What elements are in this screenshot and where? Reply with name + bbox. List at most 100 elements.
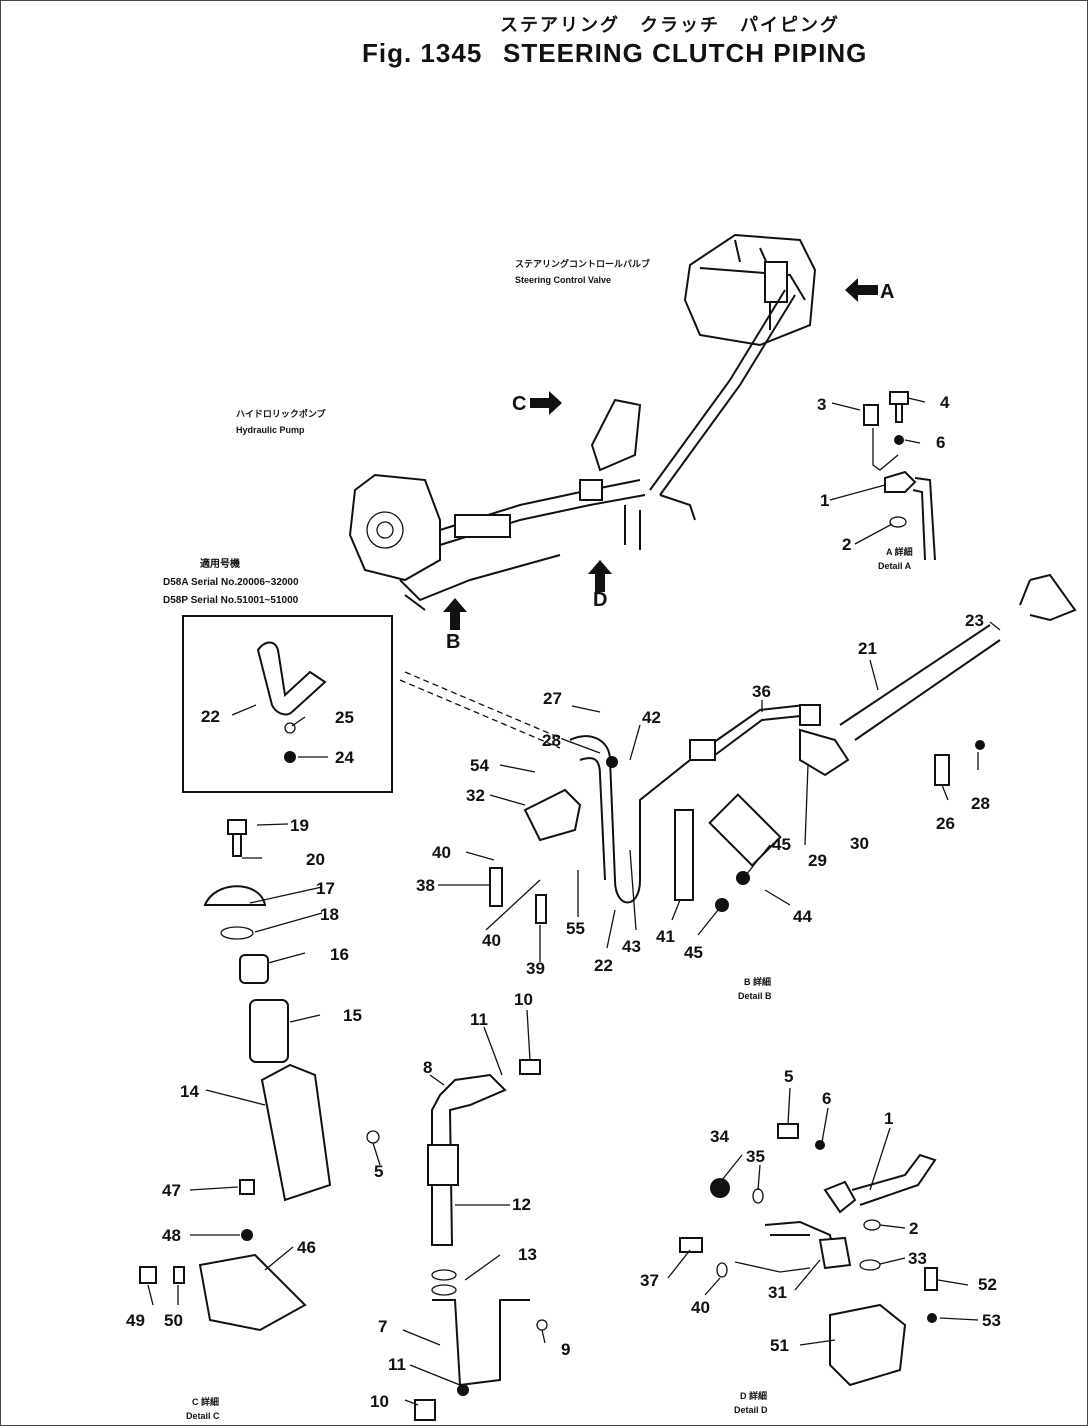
callout-part-33: 33 — [908, 1249, 927, 1268]
callout-part-28-lower: 28 — [971, 794, 990, 813]
callout-part-32: 32 — [466, 786, 485, 805]
callout-part-2: 2 — [842, 535, 852, 554]
pump-label-jp: ハイドロリックポンプ — [236, 409, 326, 419]
callout-part-28-upper: 28 — [542, 731, 561, 750]
callout-part-22-detail-b: 22 — [594, 956, 613, 975]
callout-part-2-detail-d: 2 — [909, 1219, 919, 1238]
view-letter-b: B — [446, 631, 461, 653]
callout-part-47: 47 — [162, 1181, 181, 1200]
callout-part-11-lower: 11 — [388, 1355, 406, 1374]
callout-part-15: 15 — [343, 1006, 362, 1025]
callout-part-43: 43 — [622, 937, 641, 956]
central-piping — [399, 398, 696, 611]
valve-pipe — [649, 289, 796, 496]
detail-d-jp: D 詳細 — [740, 1391, 768, 1401]
detail-a-art — [863, 391, 936, 561]
callout-part-40-detail-d: 40 — [691, 1298, 710, 1317]
callout-part-53: 53 — [982, 1311, 1001, 1330]
view-arrow-c — [530, 391, 562, 415]
callout-part-40-upper: 40 — [432, 843, 451, 862]
callout-part-23: 23 — [965, 611, 984, 630]
callout-part-48: 48 — [162, 1226, 181, 1245]
callout-part-50: 50 — [164, 1311, 183, 1330]
callout-part-4: 4 — [940, 393, 950, 412]
view-arrow-d — [588, 560, 612, 592]
callout-part-36: 36 — [752, 682, 771, 701]
detail-a-jp: A 詳細 — [886, 547, 913, 557]
callout-part-40-lower: 40 — [482, 931, 501, 950]
view-arrow-b — [443, 598, 467, 630]
callout-part-35: 35 — [746, 1147, 765, 1166]
detail-b-en: Detail B — [738, 991, 772, 1001]
detail-d-en: Detail D — [734, 1405, 768, 1415]
valve-label-en: Steering Control Valve — [515, 275, 612, 285]
callout-part-20: 20 — [306, 850, 325, 869]
serial-d58p: D58P Serial No.51001~51000 — [163, 595, 299, 606]
callout-part-1-detail-d: 1 — [884, 1109, 894, 1128]
title-japanese: ステアリング クラッチ パイピング — [500, 15, 840, 35]
callout-part-11-upper: 11 — [470, 1010, 488, 1029]
steering-control-valve — [683, 233, 817, 347]
callout-part-13: 13 — [518, 1245, 537, 1264]
callout-part-37: 37 — [640, 1271, 659, 1290]
callout-part-12: 12 — [512, 1195, 531, 1214]
pump-label-en: Hydraulic Pump — [236, 425, 305, 435]
callout-part-30: 30 — [850, 834, 869, 853]
callout-part-8: 8 — [423, 1058, 433, 1077]
callout-part-17: 17 — [316, 879, 335, 898]
figure-number: Fig. 1345 — [362, 38, 483, 68]
callout-part-26: 26 — [936, 814, 955, 833]
callout-part-27: 27 — [543, 689, 562, 708]
view-arrow-a — [845, 278, 878, 302]
callout-part-21: 21 — [858, 639, 877, 658]
title-english: STEERING CLUTCH PIPING — [503, 38, 868, 68]
callout-part-52: 52 — [978, 1275, 997, 1294]
callout-part-38: 38 — [416, 876, 435, 895]
callout-part-51: 51 — [770, 1336, 789, 1355]
detail-c-art — [139, 819, 548, 1421]
detail-b-jp: B 詳細 — [744, 977, 772, 987]
callout-part-24: 24 — [335, 748, 354, 767]
callout-part-5-detail-d: 5 — [784, 1067, 794, 1086]
detail-a-en: Detail A — [878, 561, 912, 571]
callout-part-7: 7 — [378, 1317, 388, 1336]
callout-part-42: 42 — [642, 708, 661, 727]
callout-part-18: 18 — [320, 905, 339, 924]
callout-part-3: 3 — [817, 395, 827, 414]
callout-part-16: 16 — [330, 945, 349, 964]
callout-part-45-upper: 45 — [772, 835, 791, 854]
view-letter-d: D — [593, 589, 608, 611]
view-letter-a: A — [880, 281, 895, 303]
callout-part-9: 9 — [561, 1340, 571, 1359]
callout-part-10-lower: 10 — [370, 1392, 389, 1411]
callout-part-49: 49 — [126, 1311, 145, 1330]
callout-part-19: 19 — [290, 816, 309, 835]
view-letter-c: C — [512, 393, 527, 415]
callout-part-34: 34 — [710, 1127, 729, 1146]
hydraulic-pump — [348, 473, 441, 582]
callout-part-14: 14 — [180, 1082, 199, 1101]
serial-inset-box — [182, 615, 393, 793]
detail-d-art — [679, 1123, 938, 1387]
callout-part-25: 25 — [335, 708, 354, 727]
leader-lines — [147, 397, 1001, 1406]
callout-part-41: 41 — [656, 927, 675, 946]
callout-part-39: 39 — [526, 959, 545, 978]
callout-part-22-inset: 22 — [201, 707, 220, 726]
callout-part-6-detail-d: 6 — [822, 1089, 832, 1108]
detail-c-en: Detail C — [186, 1411, 220, 1421]
detail-b-art — [399, 573, 1077, 924]
callout-part-5-detail-c: 5 — [374, 1162, 384, 1181]
callout-part-1: 1 — [820, 491, 830, 510]
valve-label-jp: ステアリングコントロールバルブ — [515, 259, 651, 269]
callout-part-31: 31 — [768, 1283, 787, 1302]
serial-label-jp: 適用号機 — [200, 559, 240, 570]
callout-part-44: 44 — [793, 907, 812, 926]
detail-c-jp: C 詳細 — [192, 1397, 220, 1407]
callout-part-55: 55 — [566, 919, 585, 938]
serial-d58a: D58A Serial No.20006~32000 — [163, 577, 299, 588]
callout-part-29: 29 — [808, 851, 827, 870]
callout-part-46: 46 — [297, 1238, 316, 1257]
